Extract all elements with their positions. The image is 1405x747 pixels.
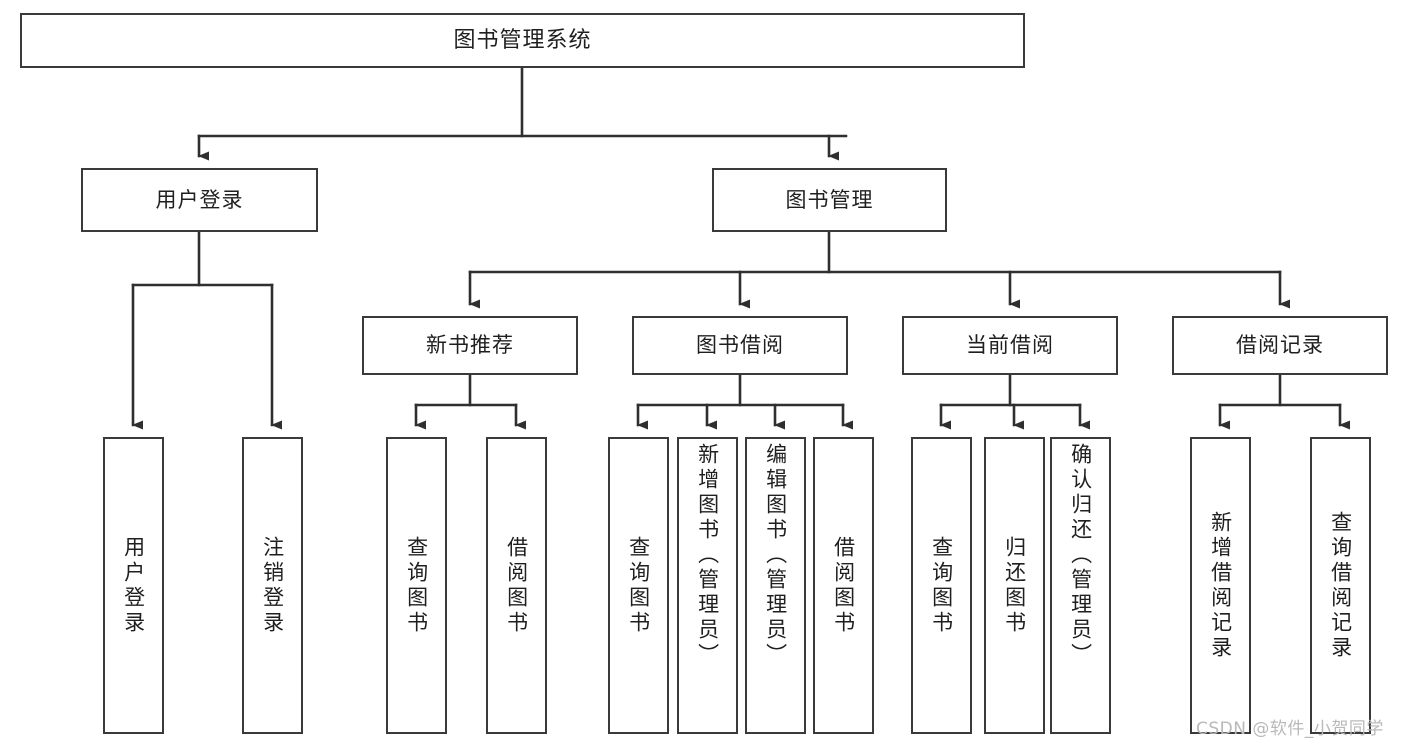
leaf-query-book-1-label: 查询图书 [404, 535, 429, 636]
leaf-borrow-book-2[interactable]: 借阅图书 [813, 437, 874, 734]
node-user-login-label: 用户登录 [155, 187, 244, 212]
leaf-query-record-label: 查询借阅记录 [1328, 510, 1353, 661]
leaf-add-book-label: 新增图书（管理员） [695, 443, 720, 668]
leaf-query-book-3-label: 查询图书 [929, 535, 954, 636]
leaf-add-record-label: 新增借阅记录 [1208, 510, 1233, 661]
leaf-query-record[interactable]: 查询借阅记录 [1310, 437, 1371, 734]
leaf-query-book-2[interactable]: 查询图书 [608, 437, 669, 734]
node-new-book-recommend-label: 新书推荐 [426, 333, 514, 358]
leaf-query-book-1[interactable]: 查询图书 [386, 437, 447, 734]
leaf-borrow-book-2-label: 借阅图书 [831, 535, 856, 636]
node-borrow-record-label: 借阅记录 [1236, 333, 1324, 358]
leaf-query-book-3[interactable]: 查询图书 [911, 437, 972, 734]
leaf-confirm-return[interactable]: 确认归还（管理员） [1050, 437, 1111, 734]
node-root-label: 图书管理系统 [453, 27, 592, 53]
node-user-login[interactable]: 用户登录 [81, 168, 318, 232]
node-current-borrow[interactable]: 当前借阅 [902, 316, 1118, 375]
leaf-return-book-label: 归还图书 [1002, 535, 1027, 636]
node-new-book-recommend[interactable]: 新书推荐 [362, 316, 578, 375]
node-book-borrow[interactable]: 图书借阅 [632, 316, 848, 375]
leaf-user-login[interactable]: 用户登录 [103, 437, 164, 734]
leaf-logout-label: 注销登录 [260, 535, 285, 636]
leaf-edit-book-label: 编辑图书（管理员） [763, 443, 788, 668]
leaf-borrow-book-1[interactable]: 借阅图书 [486, 437, 547, 734]
node-book-manage-label: 图书管理 [785, 187, 874, 212]
leaf-add-book[interactable]: 新增图书（管理员） [677, 437, 738, 734]
leaf-add-record[interactable]: 新增借阅记录 [1190, 437, 1251, 734]
leaf-confirm-return-label: 确认归还（管理员） [1068, 443, 1093, 668]
leaf-borrow-book-1-label: 借阅图书 [504, 535, 529, 636]
node-book-manage[interactable]: 图书管理 [712, 168, 947, 232]
leaf-user-login-label: 用户登录 [121, 535, 146, 636]
leaf-query-book-2-label: 查询图书 [626, 535, 651, 636]
watermark: CSDN @软件_小贺同学 [1196, 719, 1384, 739]
node-book-borrow-label: 图书借阅 [696, 333, 784, 358]
leaf-return-book[interactable]: 归还图书 [984, 437, 1045, 734]
node-current-borrow-label: 当前借阅 [966, 333, 1054, 358]
node-root[interactable]: 图书管理系统 [20, 13, 1025, 68]
leaf-edit-book[interactable]: 编辑图书（管理员） [745, 437, 806, 734]
leaf-logout[interactable]: 注销登录 [242, 437, 303, 734]
node-borrow-record[interactable]: 借阅记录 [1172, 316, 1388, 375]
